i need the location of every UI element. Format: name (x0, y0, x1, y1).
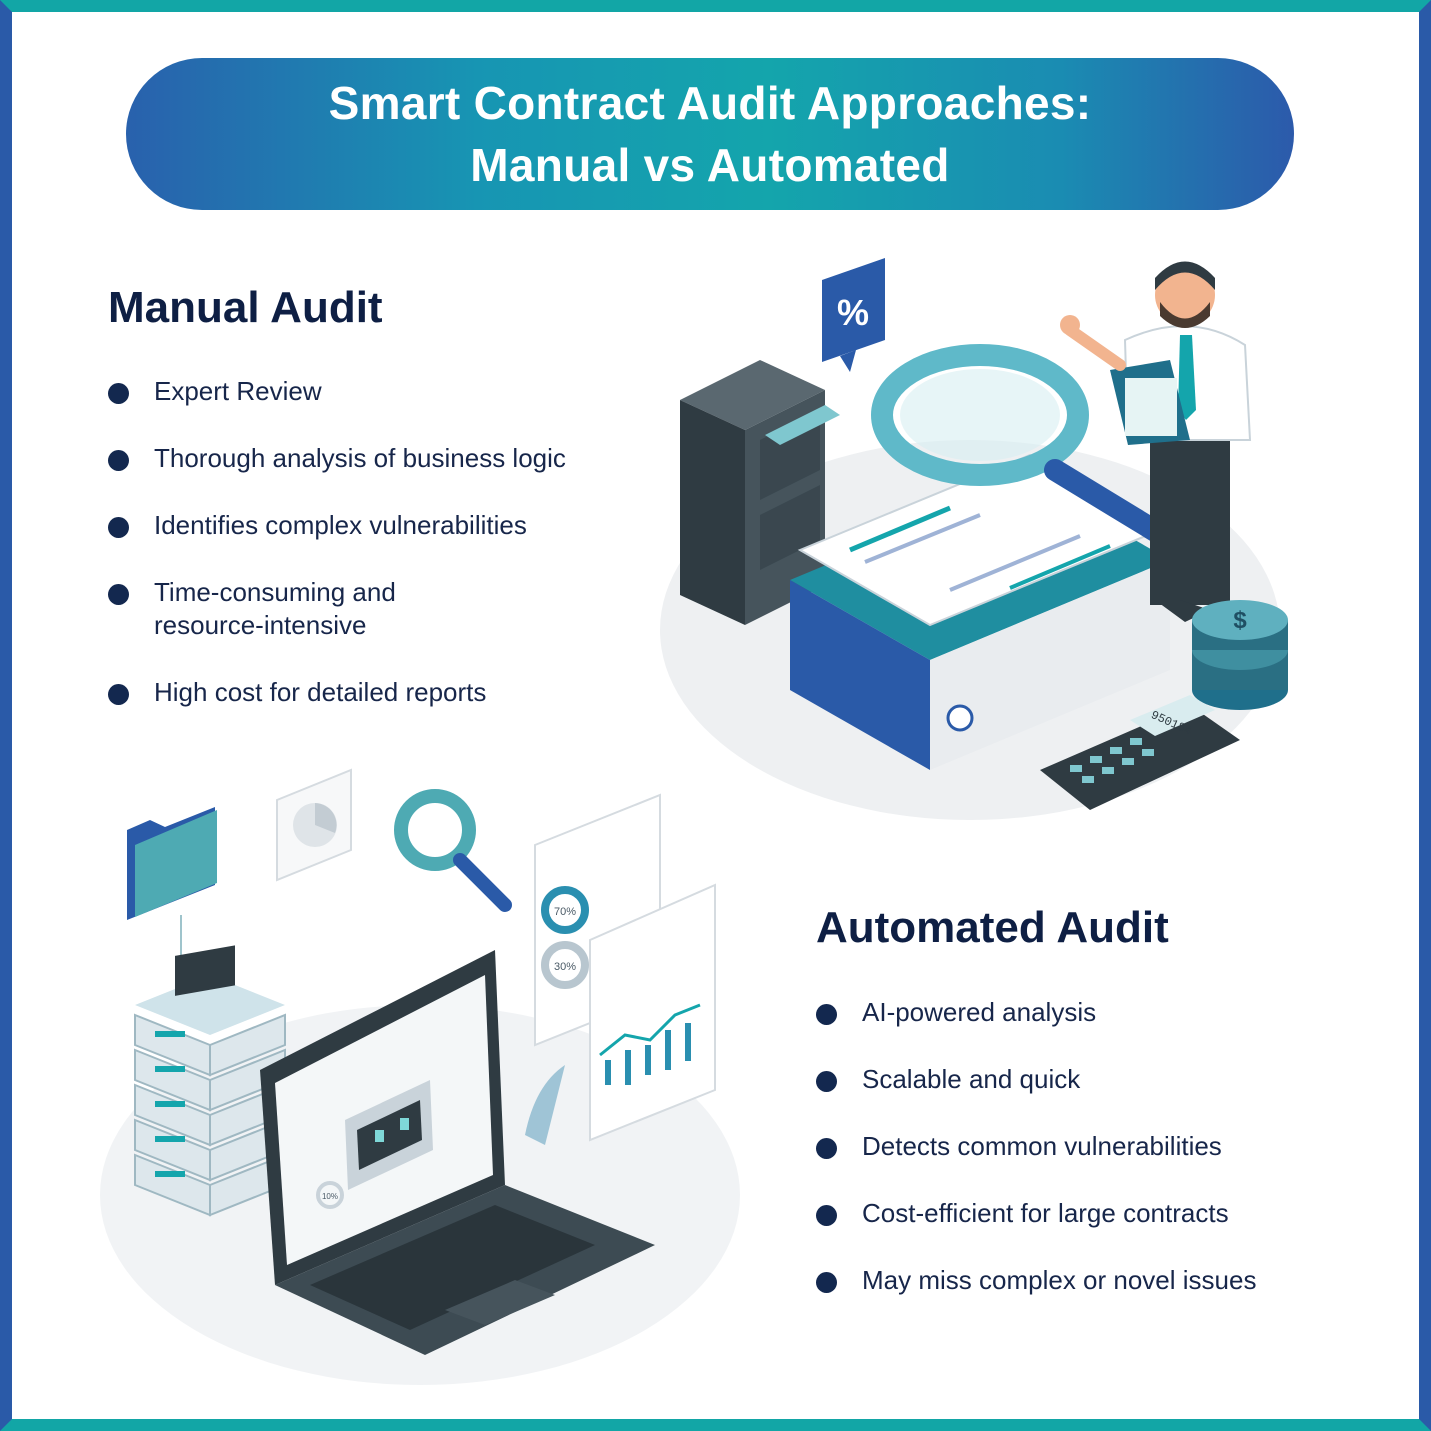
plant-icon (525, 1065, 565, 1145)
list-item: Detects common vulnerabilities (816, 1130, 1256, 1163)
bullet-icon (816, 1071, 837, 1092)
calculator-icon: 950184 (1040, 695, 1240, 810)
list-item-text: Identifies complex vulnerabilities (154, 510, 527, 540)
bullet-icon (108, 383, 129, 404)
list-item-text: Thorough analysis of business logic (154, 443, 566, 473)
svg-text:%: % (837, 292, 869, 333)
automated-audit-list: AI-powered analysis Scalable and quick D… (816, 996, 1256, 1331)
man-with-clipboard-icon (1060, 261, 1252, 622)
svg-text:30%: 30% (554, 961, 576, 973)
bullet-icon (816, 1272, 837, 1293)
manual-audit-list: Expert Review Thorough analysis of busin… (108, 375, 566, 743)
coins-stack-icon: $ (1192, 600, 1288, 710)
automated-audit-heading: Automated Audit (816, 903, 1169, 952)
folder-icon (127, 807, 217, 965)
list-item-text: Time-consuming and (154, 577, 396, 607)
pie-chart-bubble-icon (276, 768, 352, 882)
manual-audit-illustration: % (660, 258, 1288, 820)
bullet-icon (816, 1138, 837, 1159)
list-item-text: Detects common vulnerabilities (862, 1131, 1222, 1161)
bullet-icon (108, 517, 129, 538)
list-item-text: May miss complex or novel issues (862, 1265, 1257, 1295)
filing-cabinet-icon (680, 360, 840, 625)
list-item: Thorough analysis of business logic (108, 442, 566, 475)
percent-badge-icon: % (822, 258, 885, 372)
magnifier-icon (394, 789, 512, 912)
list-item: May miss complex or novel issues (816, 1264, 1256, 1297)
list-item-text: High cost for detailed reports (154, 677, 487, 707)
list-item-text: AI-powered analysis (862, 997, 1097, 1027)
list-item: AI-powered analysis (816, 996, 1256, 1029)
report-documents-icon: 70% 30% (534, 793, 716, 1142)
title-line-2: Manual vs Automated (470, 139, 950, 191)
automated-audit-illustration: 70% 30% 10% (100, 768, 740, 1385)
bullet-icon (108, 450, 129, 471)
list-item: Scalable and quick (816, 1063, 1256, 1096)
title-banner: Smart Contract Audit Approaches: Manual … (126, 58, 1294, 210)
list-item-text-line-2: resource-intensive (154, 610, 367, 640)
list-item: Cost-efficient for large contracts (816, 1197, 1256, 1230)
list-item: Expert Review (108, 375, 566, 408)
list-item-text: Scalable and quick (862, 1064, 1081, 1094)
svg-text:10%: 10% (322, 1192, 338, 1201)
svg-text:$: $ (1233, 607, 1247, 634)
bullet-icon (816, 1205, 837, 1226)
manual-audit-heading: Manual Audit (108, 283, 383, 332)
list-item: High cost for detailed reports (108, 676, 566, 709)
title-line-1: Smart Contract Audit Approaches: (328, 77, 1092, 129)
list-item-text: Cost-efficient for large contracts (862, 1198, 1229, 1228)
robot-icon (345, 1080, 433, 1190)
bullet-icon (108, 684, 129, 705)
svg-text:70%: 70% (554, 906, 576, 918)
bullet-icon (108, 584, 129, 605)
list-item-text: Expert Review (154, 376, 322, 406)
bullet-icon (816, 1004, 837, 1025)
list-item: Identifies complex vulnerabilities (108, 509, 566, 542)
laptop-icon: 10% (260, 950, 655, 1355)
binder-icon (790, 453, 1170, 770)
